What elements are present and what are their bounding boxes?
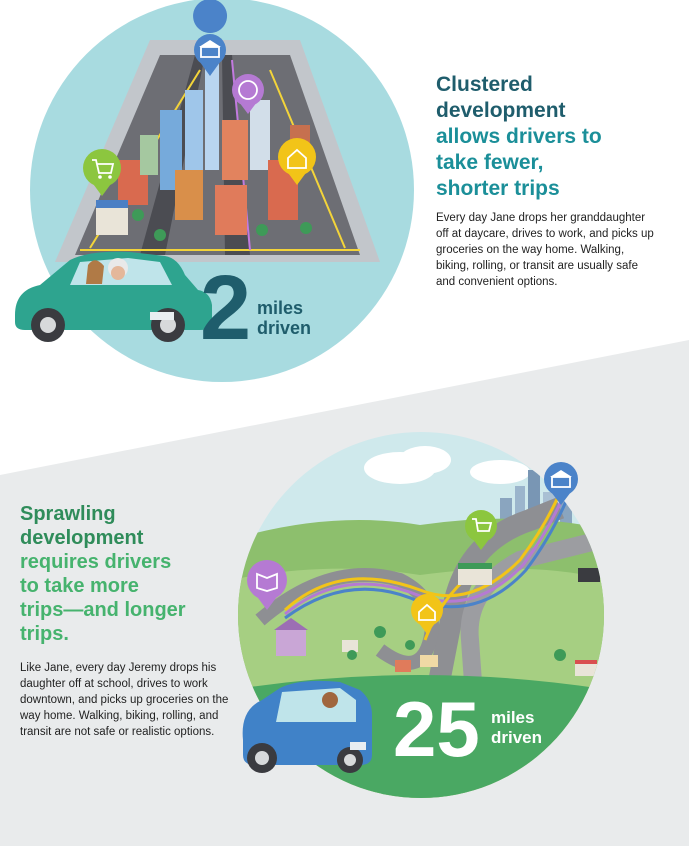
sprawling-heading-line5: trips—and longer: [20, 599, 186, 621]
clustered-heading-line4: take fewer,: [436, 151, 544, 174]
sprawling-driven-word: driven: [491, 728, 543, 747]
clustered-miles-label: miles driven: [257, 298, 311, 338]
clustered-miles-number: 2: [200, 257, 252, 359]
clustered-heading-line5: shorter trips: [436, 177, 560, 200]
sprawling-heading-line1: Sprawling: [20, 503, 116, 525]
clustered-heading: Clustered development allows drivers to …: [436, 72, 602, 202]
sprawling-heading-line6: trips.: [20, 623, 69, 645]
sprawling-body-text: Like Jane, every day Jeremy drops his da…: [20, 662, 229, 738]
clustered-heading-line1: Clustered: [436, 73, 533, 96]
sprawling-heading-line4: to take more: [20, 575, 139, 597]
clustered-heading-line2: development: [436, 99, 566, 122]
shopping-cart-icon: [83, 149, 121, 196]
sprawling-heading-line3: requires drivers: [20, 551, 172, 573]
bank-icon: [544, 462, 578, 505]
clustered-miles-word: miles: [257, 298, 304, 318]
bank-icon: [193, 0, 228, 76]
clustered-driven-word: driven: [257, 318, 312, 338]
sprawling-heading: Sprawling development requires drivers t…: [20, 502, 186, 646]
home-icon: [278, 138, 316, 185]
book-icon: [247, 560, 287, 610]
home-icon: [411, 594, 443, 634]
sprawling-miles-label: miles driven: [491, 708, 542, 748]
sprawling-miles-word: miles: [491, 708, 535, 727]
clustered-body-text: Every day Jane drops her granddaughter o…: [436, 212, 654, 288]
shopping-cart-icon: [465, 510, 497, 550]
clustered-heading-line3: allows drivers to: [436, 125, 602, 148]
baby-icon: [232, 74, 264, 114]
sprawling-heading-line2: development: [20, 527, 144, 549]
sprawling-miles-number: 25: [393, 685, 480, 773]
